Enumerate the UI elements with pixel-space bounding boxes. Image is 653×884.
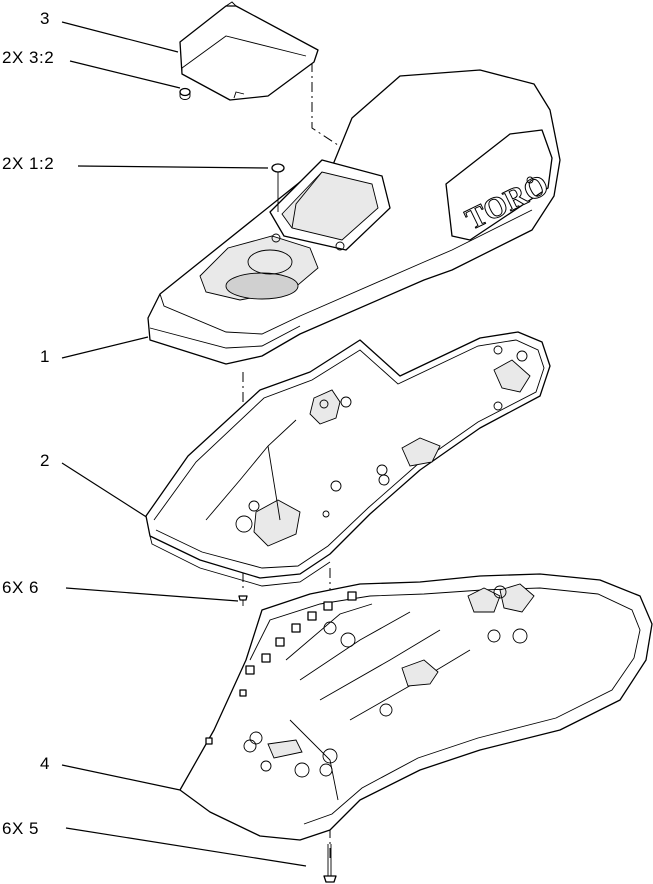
leader-part-5 (65, 827, 307, 867)
leader-part-4 (61, 764, 181, 791)
callout-part-6: 6X 6 (2, 578, 39, 597)
part-6-screw (238, 595, 248, 606)
leader-part-3 (61, 21, 179, 53)
part-1-fastener (271, 163, 285, 212)
callout-part-4: 4 (40, 754, 50, 773)
part-2-inner-pan (145, 331, 551, 587)
leader-part-6 (65, 587, 239, 602)
part-1-upper-housing: TORO (147, 69, 561, 365)
leader-lines (61, 21, 307, 867)
leader-part-3-hardware (69, 60, 181, 89)
callout-part-2: 2 (40, 451, 50, 470)
leader-part-1 (61, 336, 149, 359)
leader-part-1-hardware (77, 165, 269, 169)
callout-part-1-hardware: 2X 1:2 (2, 154, 54, 173)
part-3-access-cover (179, 1, 319, 101)
callout-part-1: 1 (40, 347, 50, 366)
callout-part-5: 6X 5 (2, 819, 39, 838)
part-3-fastener (179, 87, 191, 100)
callout-part-3-hardware: 2X 3:2 (2, 48, 54, 67)
part-5-screw (323, 844, 337, 883)
callout-part-3: 3 (40, 9, 50, 28)
leader-part-2 (61, 462, 149, 519)
part-4-lower-base (179, 573, 653, 841)
